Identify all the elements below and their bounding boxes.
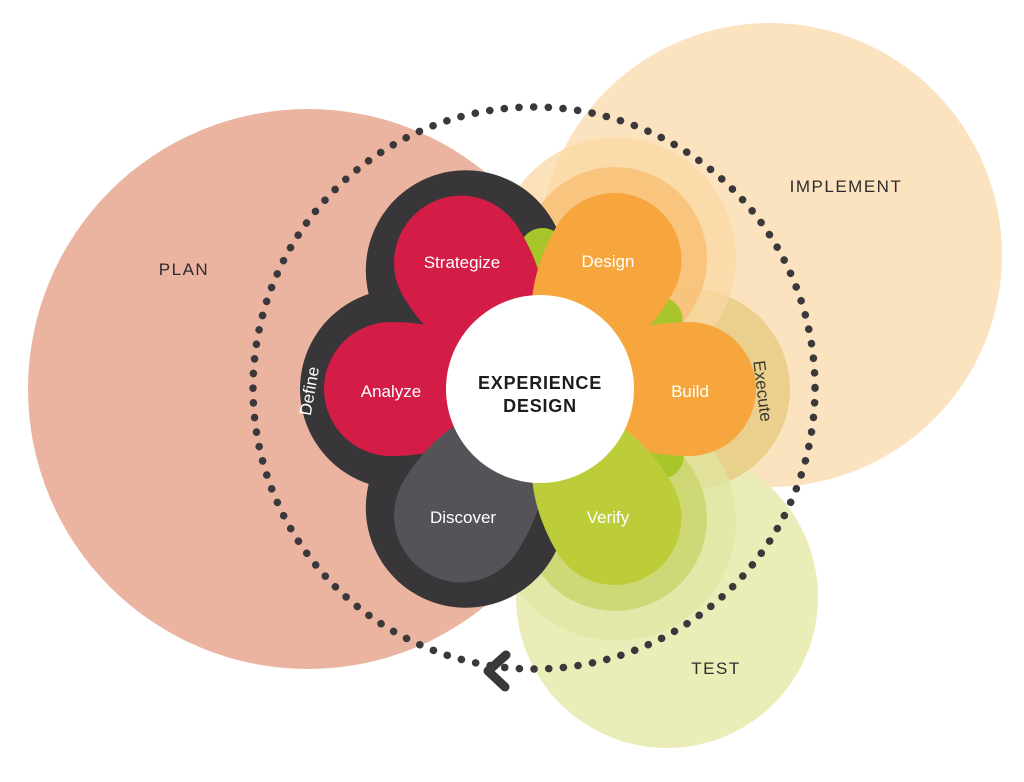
implement-label: IMPLEMENT — [790, 177, 903, 196]
discover-label: Discover — [430, 508, 496, 527]
center-title-line1: EXPERIENCE — [478, 373, 602, 393]
test-label: TEST — [691, 659, 740, 678]
verify-label: Verify — [587, 508, 630, 527]
strategize-label: Strategize — [424, 253, 501, 272]
center-title-line2: DESIGN — [503, 396, 577, 416]
analyze-label: Analyze — [361, 382, 421, 401]
design-label: Design — [582, 252, 635, 271]
build-label: Build — [671, 382, 709, 401]
cycle-direction-arrow-icon — [483, 650, 511, 692]
center-hub-circle — [446, 295, 634, 483]
plan-label: PLAN — [159, 260, 209, 279]
dotted-cycle-ring — [249, 103, 819, 673]
